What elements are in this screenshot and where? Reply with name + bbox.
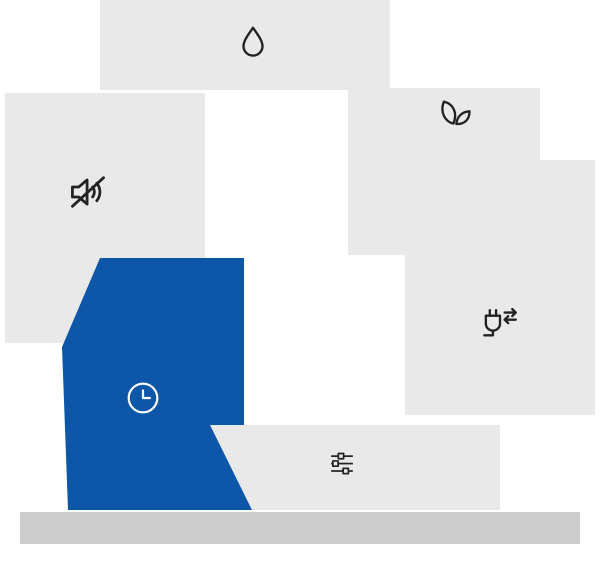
plug-arrows-icon	[478, 300, 522, 344]
muted-speaker-icon	[66, 170, 110, 214]
droplet-icon	[234, 23, 272, 61]
tile-power	[405, 160, 595, 415]
tile-settings	[210, 425, 500, 510]
clock-icon	[125, 380, 161, 416]
sliders-icon	[326, 447, 358, 479]
tile-quiet	[5, 93, 205, 343]
leaves-icon	[435, 92, 475, 132]
tile-water	[100, 0, 390, 90]
bottom-bar	[20, 512, 580, 544]
